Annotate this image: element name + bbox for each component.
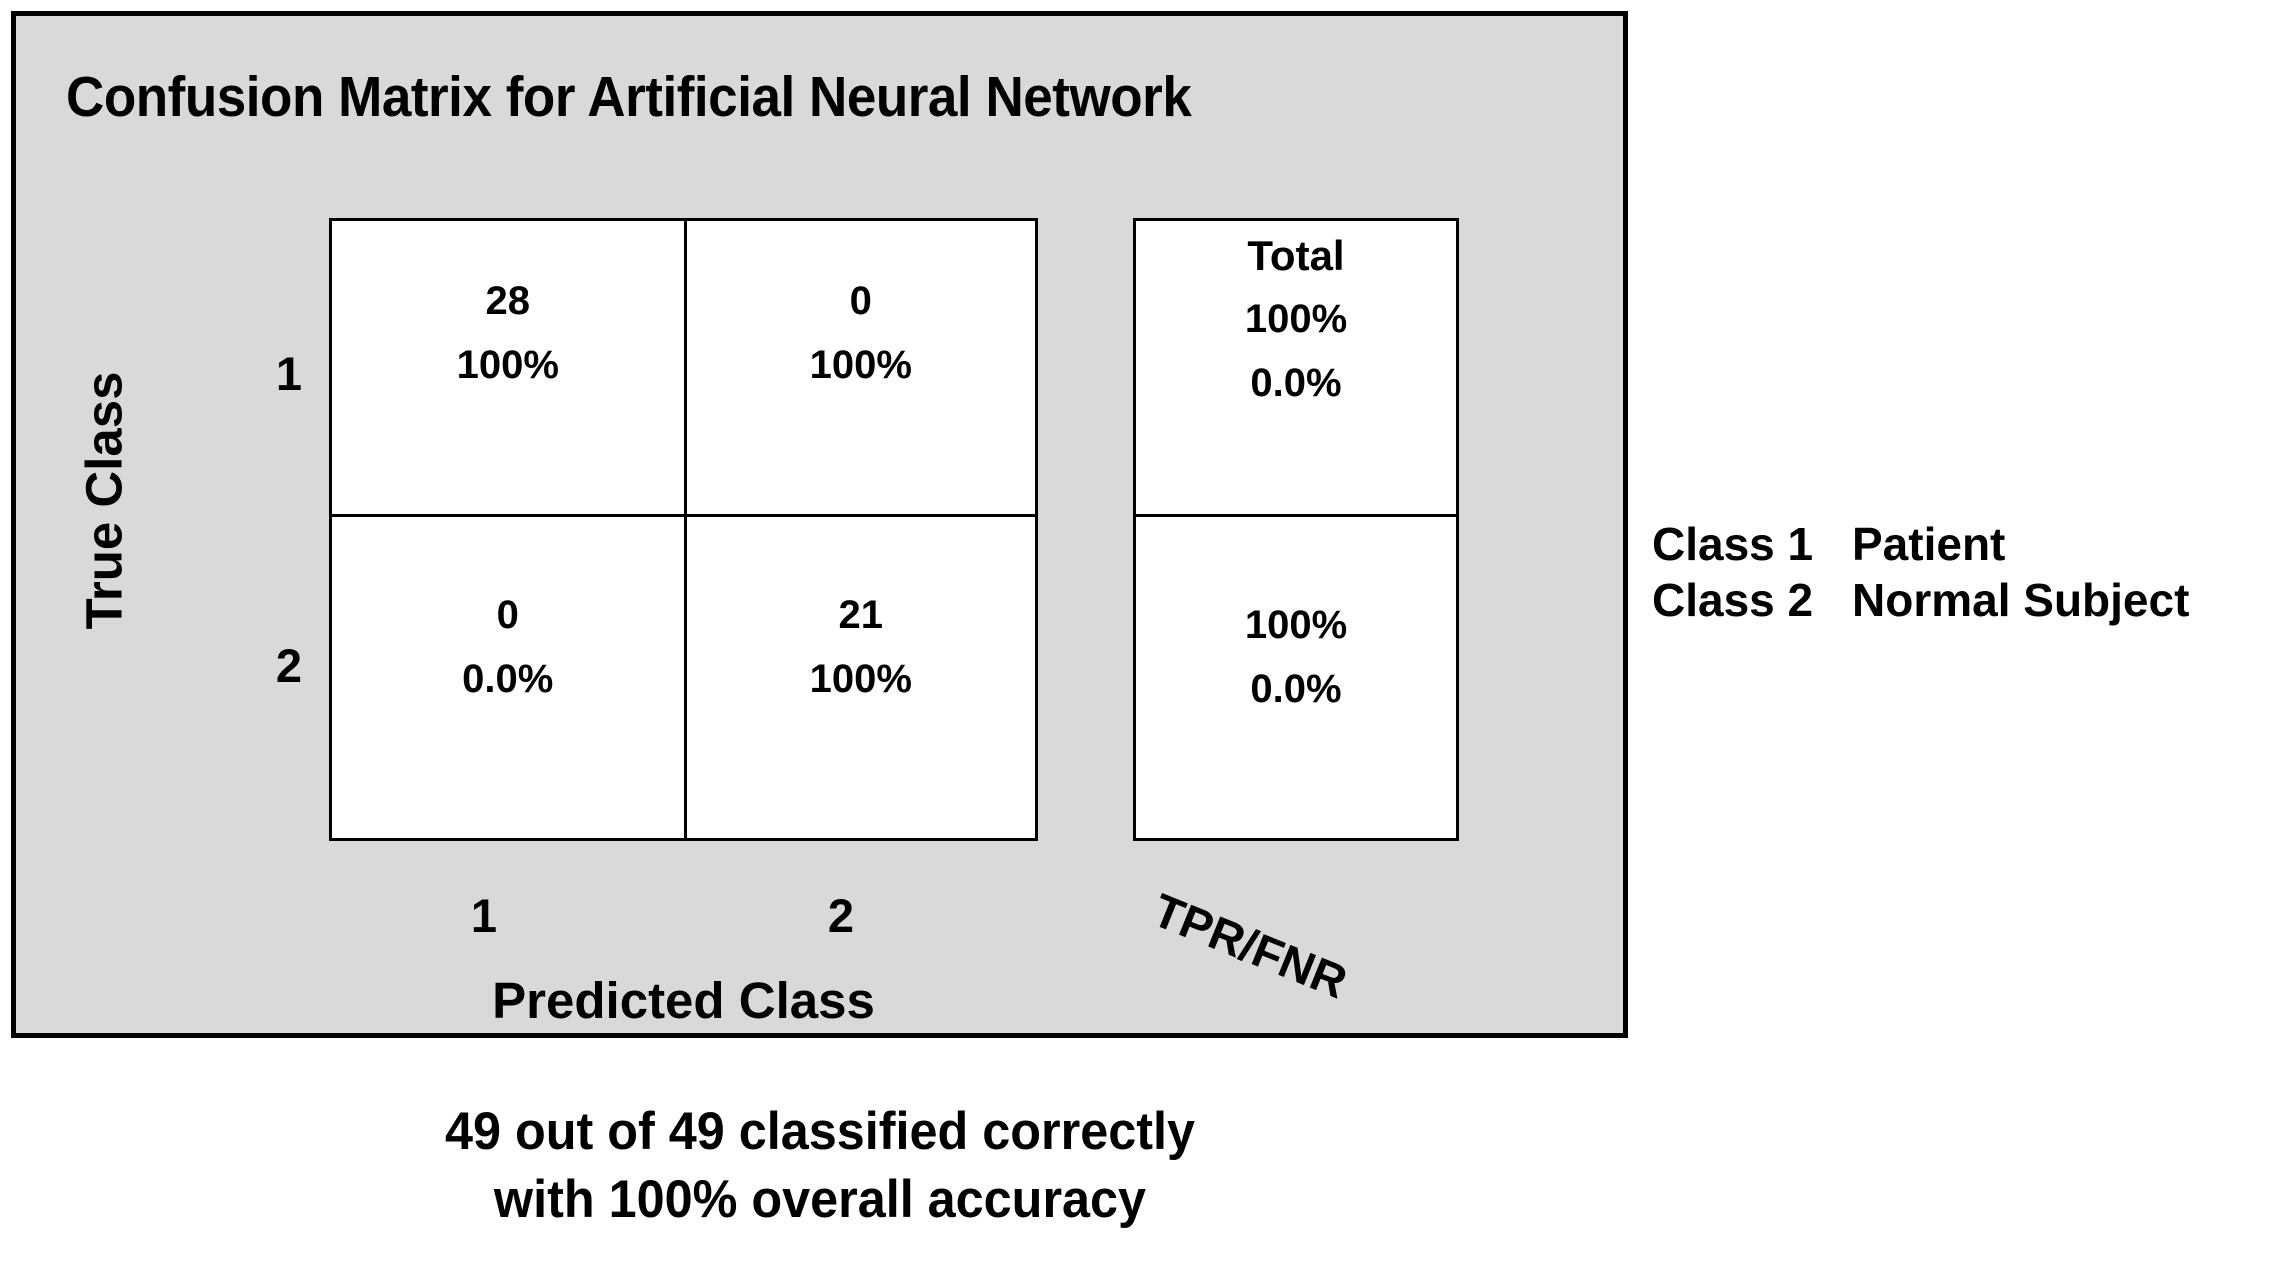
matrix-cell-2-1: 0 0.0% [332,514,684,838]
caption-line-2: with 100% overall accuracy [493,1169,1147,1229]
cell-percent: 100% [809,657,912,701]
matrix-cell-1-2: 0 100% [683,221,1035,514]
cell-count: 28 [485,279,531,323]
summary-tpr: 100% [1244,297,1348,341]
y-axis-label: True Class [75,371,133,630]
summary-cell-row-1: Total 100% 0.0% [1136,221,1456,514]
accuracy-caption: 49 out of 49 classified correctly with 1… [41,1098,1599,1234]
summary-fnr: 0.0% [1250,667,1342,711]
summary-cell-row-2: 100% 0.0% [1136,514,1456,838]
page-title: Confusion Matrix for Artificial Neural N… [66,65,1192,129]
legend-class-label: Class 1 [1652,518,1814,570]
matrix-cell-1-1: 28 100% [332,221,684,514]
tpr-fnr-axis-label: TPR/FNR [1145,882,1355,1009]
cell-percent: 0.0% [462,657,554,701]
matrix-cell-2-2: 21 100% [683,514,1035,838]
x-tick-1: 1 [470,889,498,942]
cell-count: 0 [496,593,519,637]
cell-count: 21 [838,593,884,637]
summary-column: Total 100% 0.0% 100% 0.0% [1133,218,1459,841]
summary-tpr: 100% [1244,603,1348,647]
legend-item-class-2: Class 2 Normal Subject [1652,572,2189,628]
x-axis-label: Predicted Class [492,972,875,1029]
class-legend: Class 1 Patient Class 2 Normal Subject [1652,516,2189,628]
cell-percent: 100% [456,343,559,387]
x-tick-2: 2 [827,889,855,942]
confusion-matrix-panel: Confusion Matrix for Artificial Neural N… [11,11,1628,1038]
summary-fnr: 0.0% [1250,361,1342,405]
confusion-matrix-grid: 28 100% 0 100% 0 0.0% 21 100% [329,218,1038,841]
y-tick-2: 2 [275,639,303,692]
legend-class-label: Class 2 [1652,574,1814,627]
y-tick-1: 1 [275,347,303,400]
caption-line-1: 49 out of 49 classified correctly [445,1102,1195,1161]
cell-percent: 100% [809,343,912,387]
summary-header: Total [1247,232,1345,279]
legend-class-name: Normal Subject [1852,574,2190,627]
legend-item-class-1: Class 1 Patient [1652,516,2189,572]
cell-count: 0 [849,279,872,323]
legend-class-name: Patient [1852,518,2006,570]
